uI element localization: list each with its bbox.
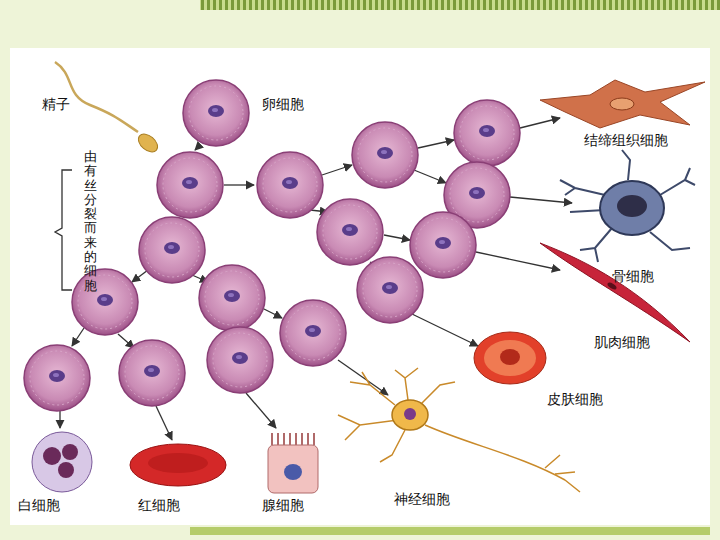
- bracket: [55, 170, 72, 290]
- skin-cell: [474, 332, 546, 384]
- cell-label: 白细胞: [18, 497, 60, 514]
- vertical-label: 由有丝分裂而来的细胞: [84, 150, 97, 293]
- cell-label: 神经细胞: [394, 491, 450, 508]
- cell-label: 红细胞: [138, 497, 180, 514]
- sperm: [55, 62, 161, 155]
- connective-tissue-cell: [540, 80, 705, 128]
- cell-label: 肌肉细胞: [594, 334, 650, 351]
- top-stripe: [200, 0, 720, 10]
- white-blood-cell: [32, 432, 92, 492]
- content-panel: [10, 48, 710, 525]
- dividing-cells: [24, 80, 520, 411]
- cell-label: 精子: [42, 96, 70, 113]
- muscle-cell: [540, 243, 690, 342]
- bottom-bar: [190, 527, 710, 535]
- cell-label: 结缔组织细胞: [584, 132, 668, 149]
- gland-cell: [268, 433, 318, 493]
- cell-label: 骨细胞: [612, 268, 654, 285]
- cell-label: 皮肤细胞: [547, 391, 603, 408]
- red-blood-cell: [130, 444, 226, 486]
- cell-label: 腺细胞: [262, 497, 304, 514]
- nerve-cell: [338, 368, 580, 492]
- cell-label: 卵细胞: [262, 96, 304, 113]
- arrows: [60, 118, 572, 440]
- bone-cell: [560, 150, 695, 262]
